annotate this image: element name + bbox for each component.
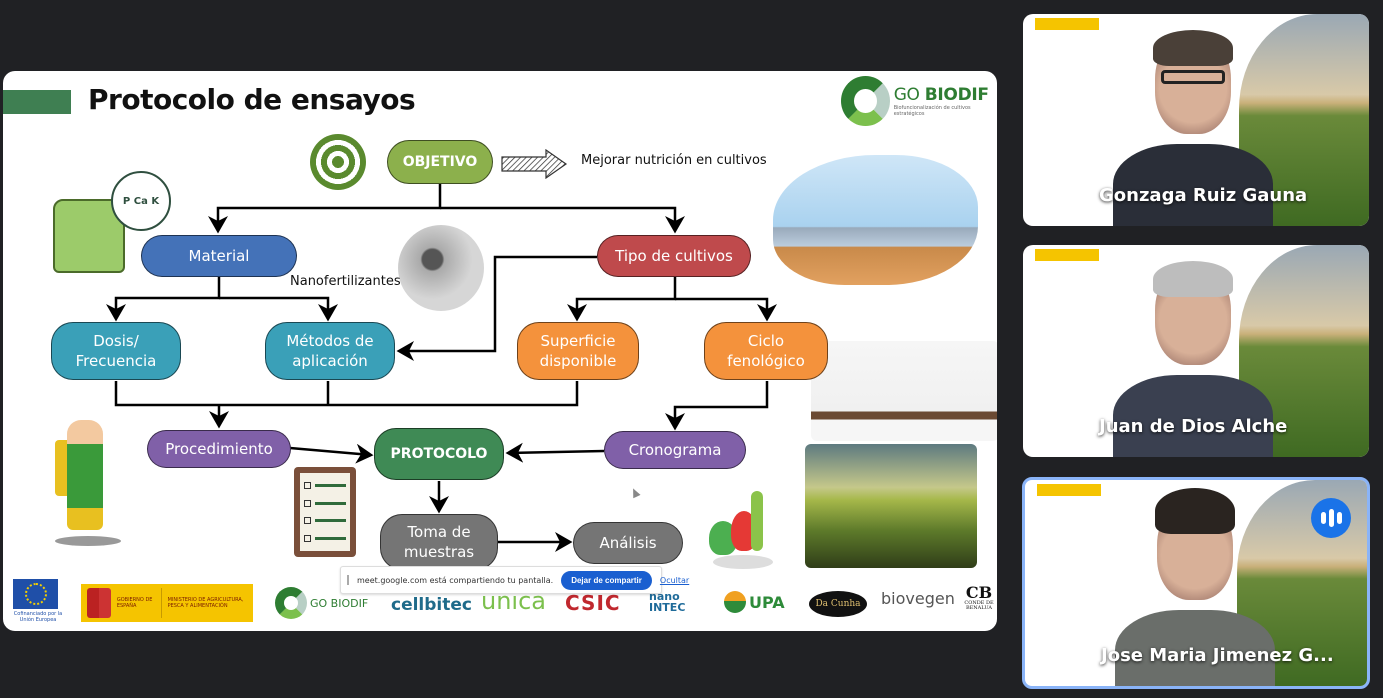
background-logos (1031, 484, 1149, 540)
agri-robot-illustration (773, 155, 978, 285)
speaking-indicator-icon (1311, 498, 1351, 538)
molecule-icon: P Ca K (111, 171, 171, 231)
presented-slide: Protocolo de ensayos GO BIODIF Biofuncio… (3, 71, 997, 631)
eu-flag-logo (13, 579, 58, 609)
participant-video (1113, 30, 1273, 226)
title-accent-bar (3, 90, 71, 114)
screen-share-banner: meet.google.com está compartiendo tu pan… (340, 566, 689, 594)
node-tipo-cultivos: Tipo de cultivos (597, 235, 751, 277)
node-toma-muestras: Toma de muestras (380, 514, 498, 570)
gov-text-2: MINISTERIO DE AGRICULTURA, PESCA Y ALIME… (167, 597, 244, 609)
lab-flasks-icon (703, 481, 783, 581)
participant-video (1115, 488, 1275, 686)
node-analisis: Análisis (573, 522, 683, 564)
molecule-k: K (151, 195, 160, 207)
node-metodos-line1: Métodos de (286, 331, 374, 350)
node-metodos-aplicacion: Métodos de aplicación (265, 322, 395, 380)
node-toma-line2: muestras (403, 543, 475, 561)
drag-handle[interactable] (347, 575, 349, 585)
node-objetivo: OBJETIVO (387, 140, 493, 184)
stop-sharing-button[interactable]: Dejar de compartir (561, 570, 652, 590)
background-logos (1029, 18, 1147, 74)
node-cronograma: Cronograma (604, 431, 746, 469)
participant-video (1113, 261, 1273, 457)
pin-icon[interactable] (1045, 180, 1063, 208)
csic-logo: CSIC (565, 591, 621, 615)
gobiodif-footer-logo: GO BIODIF (275, 587, 368, 619)
hatched-arrow-icon (501, 149, 568, 179)
hide-banner-link[interactable]: Ocultar (659, 575, 690, 585)
share-message: meet.google.com está compartiendo tu pan… (357, 575, 554, 585)
participant-tile[interactable]: Juan de Dios Alche (1023, 245, 1369, 457)
logo-bold: BIODIF (924, 85, 989, 105)
participant-name: Juan de Dios Alche (1099, 416, 1288, 437)
pin-icon[interactable] (1047, 640, 1065, 668)
nanoparticle-microscopy-image (398, 225, 484, 311)
dacunha-logo: Da Cunha (809, 591, 867, 617)
biovegen-logo: biovegen (881, 589, 955, 608)
plant-growth-stages-illustration (811, 341, 997, 441)
flow-connectors (106, 183, 777, 552)
node-toma-line1: Toma de (407, 522, 471, 541)
spain-coat-of-arms-icon (87, 588, 111, 618)
upa-logo: UPA (724, 591, 785, 613)
node-dosis-line2: Frecuencia (75, 352, 157, 370)
molecule-ca: Ca (133, 195, 148, 207)
gobiodif-logo: GO BIODIF Biofuncionalización de cultivo… (841, 76, 997, 126)
pin-icon[interactable] (1045, 411, 1063, 439)
node-dosis-line1: Dosis/ (93, 331, 139, 350)
node-ciclo-line2: fenológico (727, 352, 805, 370)
checklist-clipboard-icon (294, 467, 356, 557)
node-ciclo-fenologico: Ciclo fenológico (704, 322, 828, 380)
objective-goal-text: Mejorar nutrición en cultivos (581, 153, 767, 168)
node-ciclo-line1: Ciclo (747, 331, 785, 350)
participant-tile[interactable]: Gonzaga Ruiz Gauna (1023, 14, 1369, 226)
background-logos (1029, 249, 1147, 305)
cellbitec-logo: cellbitec (391, 595, 472, 615)
node-superficie-line1: Superficie (540, 331, 616, 350)
target-leaf-icon (298, 131, 378, 193)
node-metodos-line2: aplicación (292, 352, 368, 370)
logo-prefix: GO (893, 85, 925, 105)
spain-government-logo: GOBIERNO DE ESPAÑA MINISTERIO DE AGRICUL… (81, 584, 253, 622)
node-superficie-disponible: Superficie disponible (517, 322, 639, 380)
crop-field-photo (805, 444, 977, 568)
slide-title: Protocolo de ensayos (88, 83, 416, 116)
molecule-p: P (122, 195, 131, 207)
eu-caption: Cofinanciado por la Unión Europea (13, 611, 63, 623)
label-nanofertilizantes: Nanofertilizantes (290, 274, 401, 289)
node-dosis-frecuencia: Dosis/ Frecuencia (51, 322, 181, 380)
gobiodif-logo-icon (841, 76, 890, 126)
node-material: Material (141, 235, 297, 277)
participant-name: Gonzaga Ruiz Gauna (1099, 185, 1308, 206)
node-procedimiento: Procedimiento (147, 430, 291, 468)
gov-text-1: GOBIERNO DE ESPAÑA (116, 597, 153, 609)
farmer-sprayer-illustration (51, 406, 131, 551)
node-superficie-line2: disponible (539, 352, 617, 370)
logo-tagline: Biofuncionalización de cultivos estratég… (893, 105, 971, 117)
participant-name: Jose Maria Jimenez G... (1101, 645, 1334, 666)
node-protocolo: PROTOCOLO (374, 428, 504, 480)
participant-tile-active-speaker[interactable]: Jose Maria Jimenez G... (1022, 477, 1370, 689)
